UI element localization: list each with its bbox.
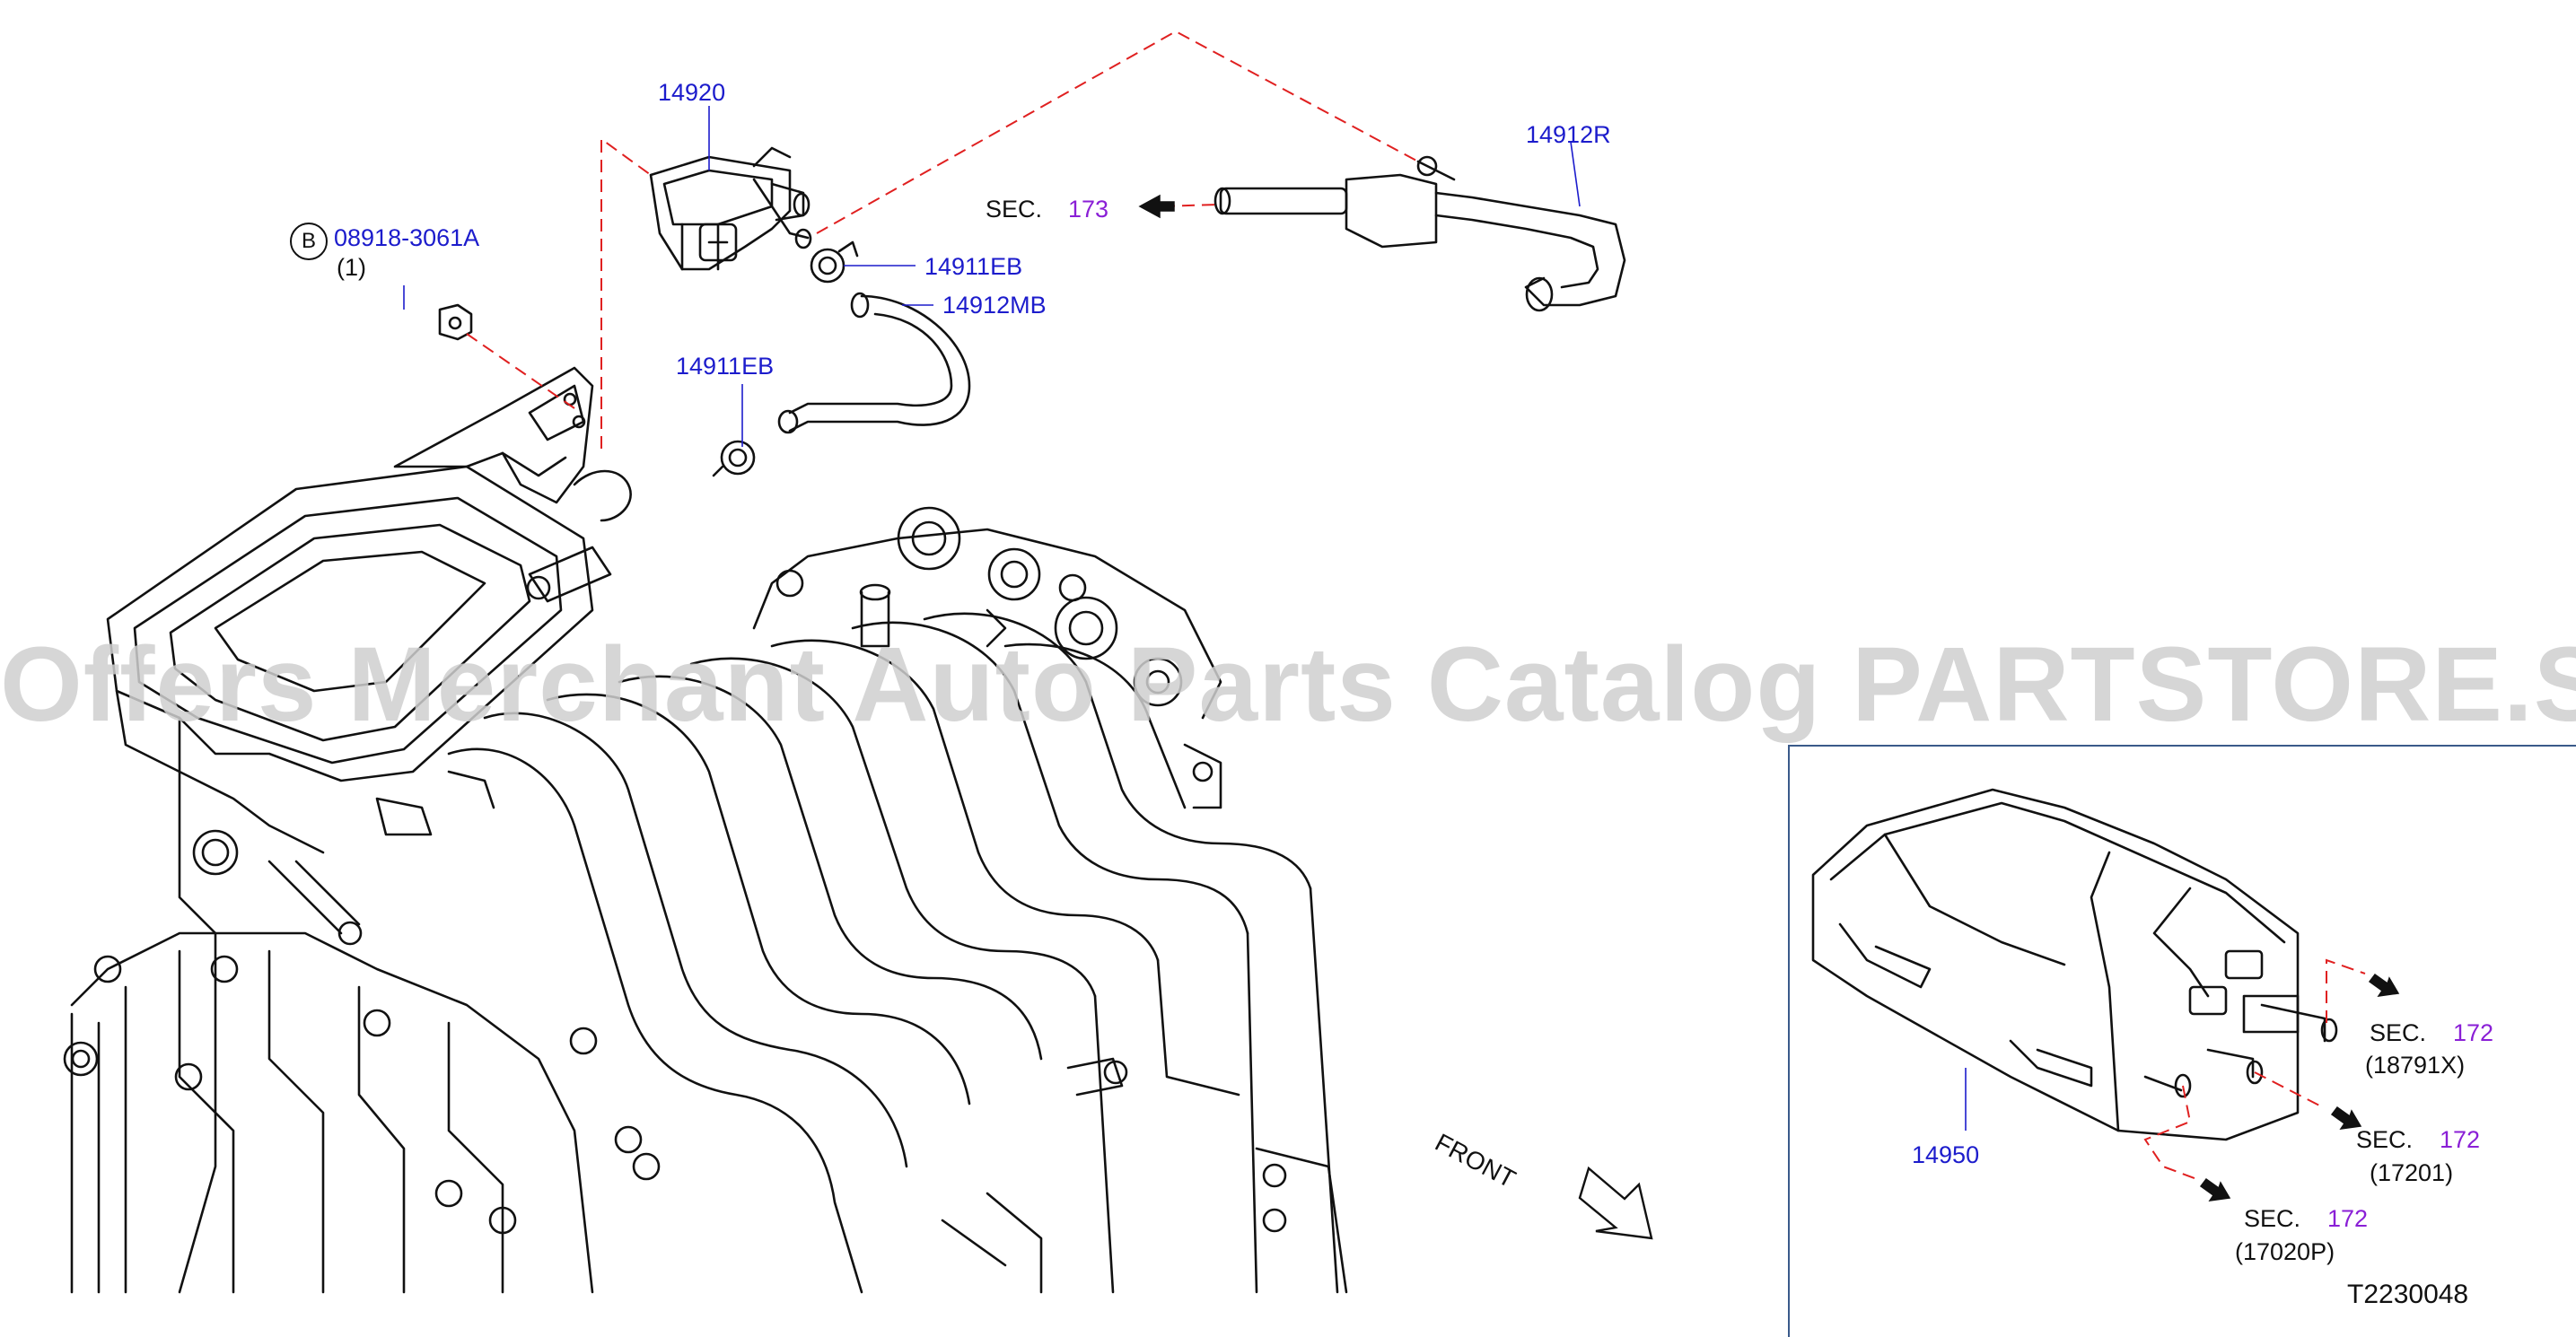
hose-14912mb-drawing xyxy=(777,292,971,434)
arrow-sec-172-17201 xyxy=(2330,1105,2362,1130)
callout-14911eb-lower[interactable]: 14911EB xyxy=(676,353,775,380)
dashed-leaders xyxy=(466,30,2366,1181)
canister-inset-frame xyxy=(1788,745,2576,1337)
callout-14912r[interactable]: 14912R xyxy=(1526,121,1611,148)
sec-173-number[interactable]: 173 xyxy=(1068,196,1109,223)
evap-canister-drawing xyxy=(1811,788,2338,1141)
front-arrow-icon xyxy=(1578,1166,1653,1240)
sec-172-c-prefix: SEC. xyxy=(2244,1205,2301,1232)
callout-14912mb[interactable]: 14912MB xyxy=(942,292,1047,319)
callout-14920[interactable]: 14920 xyxy=(658,79,726,106)
fastener-part-number[interactable]: 08918-3061A xyxy=(334,224,480,251)
hose-clamp-upper-drawing xyxy=(810,240,859,284)
sec-173-prefix: SEC. xyxy=(986,196,1043,223)
watermark-text: Offers Merchant Auto Parts Catalog PARTS… xyxy=(0,625,2576,744)
diagram-id: T2230048 xyxy=(2347,1280,2469,1309)
sec-172-b-number[interactable]: 172 xyxy=(2440,1126,2481,1153)
sec-172-b-prefix: SEC. xyxy=(2356,1126,2414,1153)
sec-172-a-sub: (18791X) xyxy=(2365,1052,2466,1079)
intake-manifold-drawing xyxy=(63,366,1348,1294)
hose-14912r-drawing xyxy=(1214,155,1626,312)
section-arrows xyxy=(1138,194,2400,1202)
sec-172-b-sub: (17201) xyxy=(2370,1159,2454,1186)
arrow-sec-173 xyxy=(1138,194,1175,219)
hose-clamp-lower-drawing xyxy=(712,440,756,477)
sec-172-a-prefix: SEC. xyxy=(2370,1019,2427,1046)
callout-leaders xyxy=(403,106,1967,1131)
fastener-badge: B xyxy=(290,223,328,260)
callout-14950[interactable]: 14950 xyxy=(1912,1141,1980,1168)
sec-172-a-number[interactable]: 172 xyxy=(2453,1019,2494,1046)
flange-nut-drawing xyxy=(438,303,473,341)
sec-172-c-number[interactable]: 172 xyxy=(2327,1205,2369,1232)
fastener-quantity: (1) xyxy=(337,254,366,281)
sec-172-c-sub: (17020P) xyxy=(2235,1238,2335,1265)
arrow-sec-172-17020p xyxy=(2199,1177,2231,1202)
purge-solenoid-drawing xyxy=(649,146,812,271)
callout-14911eb-upper[interactable]: 14911EB xyxy=(924,253,1023,280)
arrow-sec-172-18791x xyxy=(2368,973,2400,997)
